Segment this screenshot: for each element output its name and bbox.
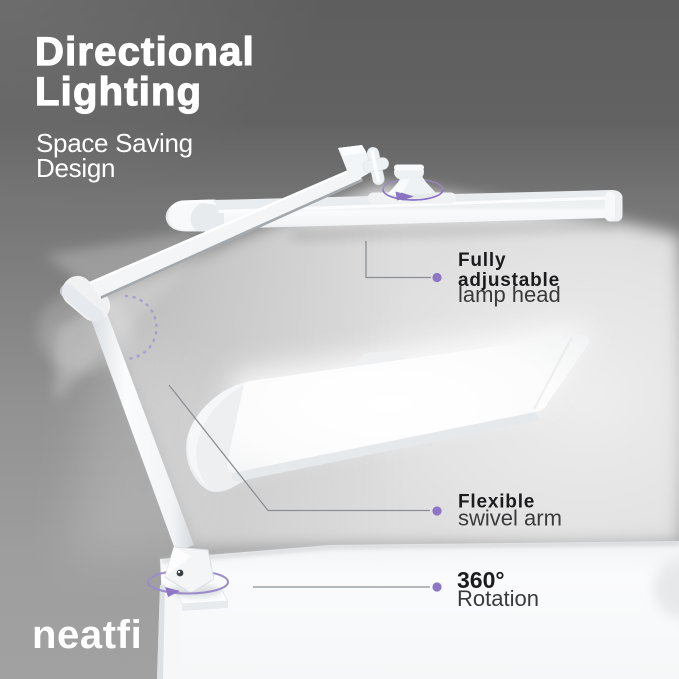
svg-text:swivel arm: swivel arm [458, 506, 562, 531]
svg-text:360°: 360° [457, 567, 505, 593]
svg-text:neatfi: neatfi [32, 613, 142, 657]
svg-text:Space Saving: Space Saving [36, 128, 193, 158]
svg-text:Flexible: Flexible [458, 492, 535, 513]
svg-text:Design: Design [36, 153, 115, 183]
svg-text:Lighting: Lighting [35, 70, 202, 114]
svg-text:Fully: Fully [458, 250, 506, 271]
svg-text:Rotation: Rotation [457, 586, 539, 611]
svg-text:Directional: Directional [35, 30, 255, 74]
svg-text:adjustable: adjustable [458, 270, 560, 291]
svg-text:lamp head: lamp head [458, 282, 561, 307]
